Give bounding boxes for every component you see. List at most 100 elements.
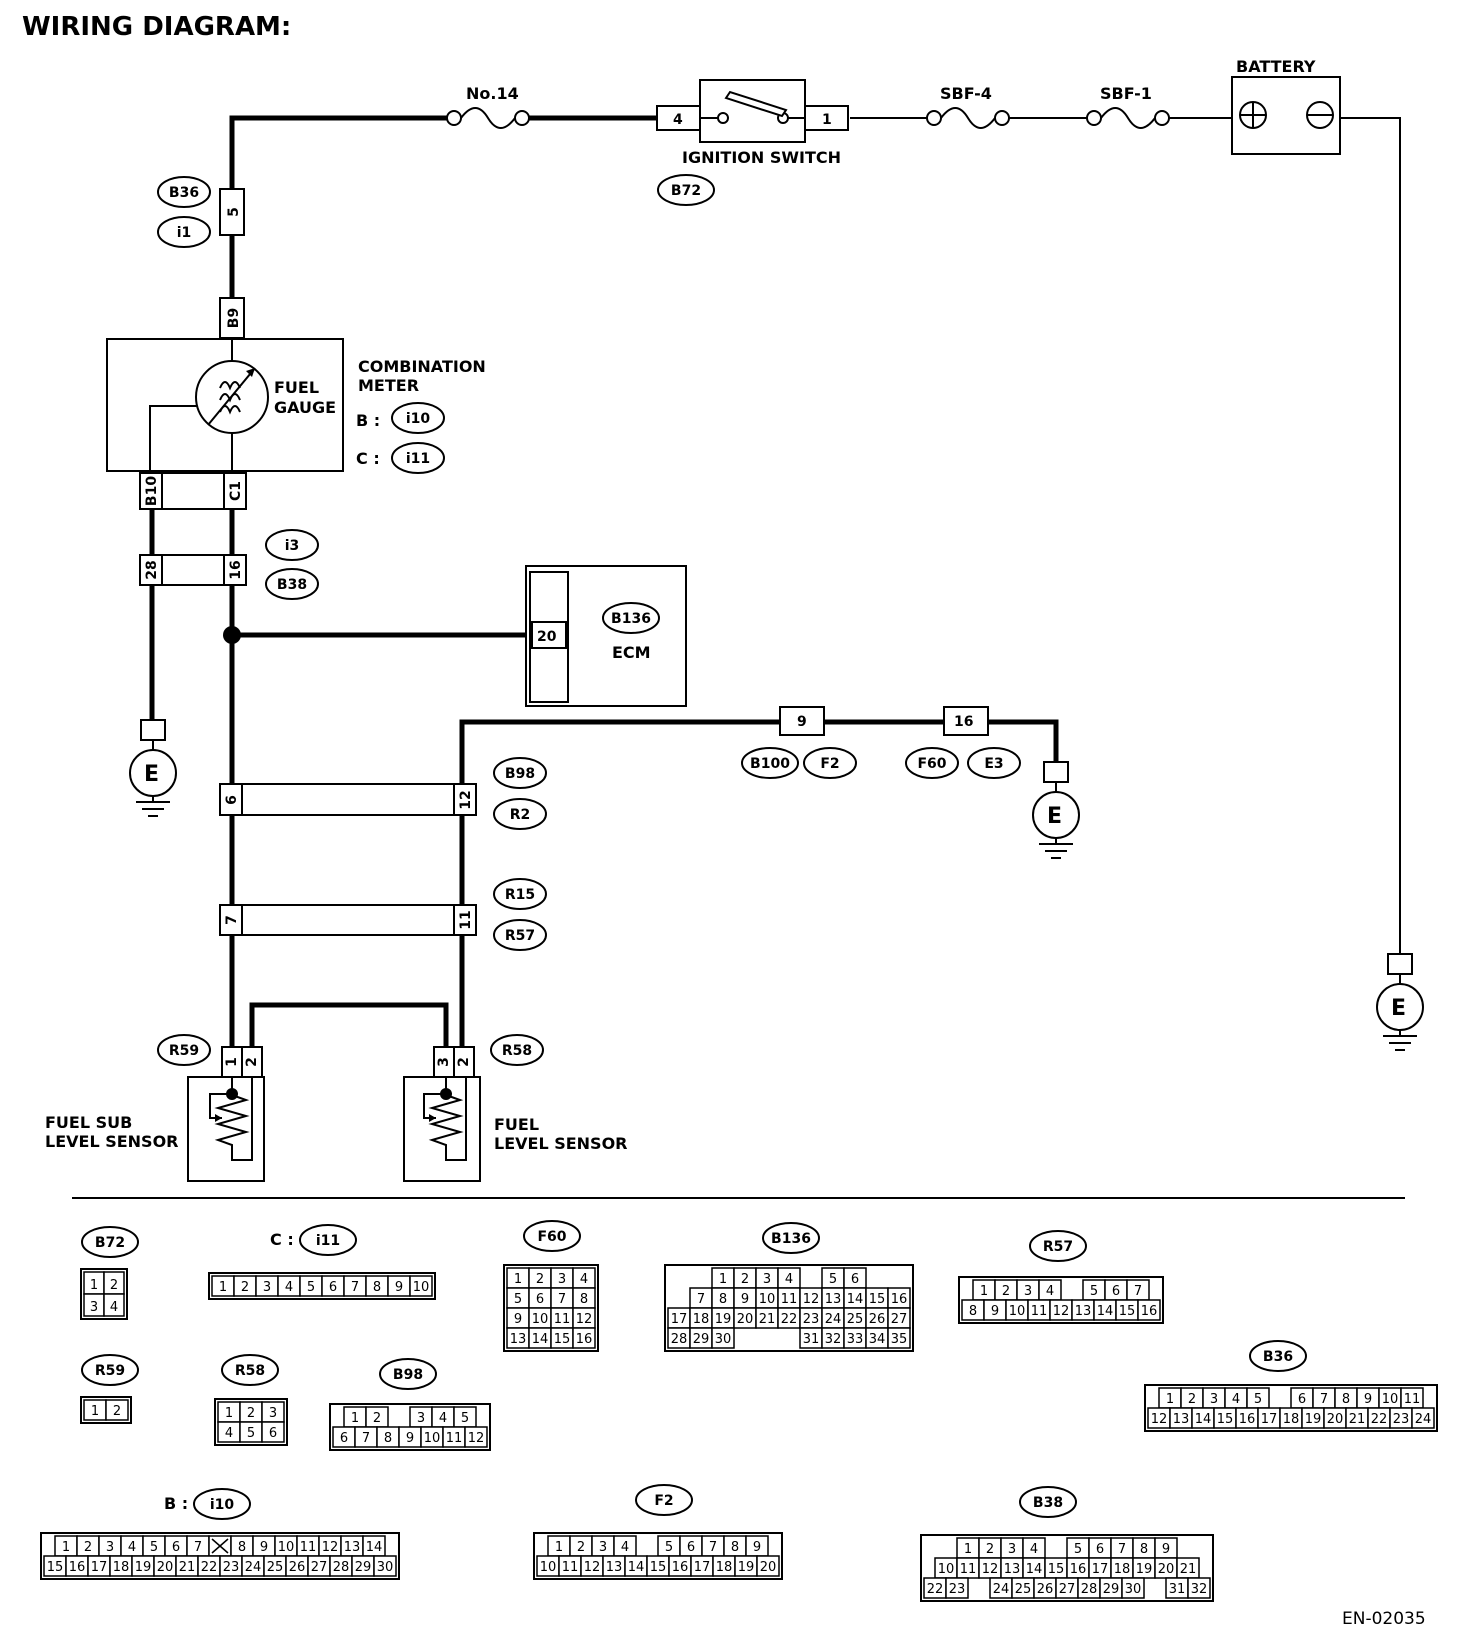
- connector-cell-number: 5: [247, 1426, 255, 1441]
- connector-cell-number: 25: [267, 1560, 284, 1575]
- connector-cell-number: 10: [1009, 1304, 1026, 1319]
- connector-cell-number: 6: [536, 1292, 544, 1307]
- connector-cell-number: 4: [1046, 1284, 1054, 1299]
- connector-cell-number: 1: [62, 1540, 70, 1555]
- connector-view-label: B98: [393, 1367, 423, 1383]
- connector-cell-number: 6: [172, 1540, 180, 1555]
- oval-label: B100: [750, 756, 790, 772]
- connector-cell-number: 7: [697, 1292, 705, 1307]
- connector-view-prefix: C :: [270, 1230, 294, 1249]
- connector-cell-number: 32: [825, 1332, 842, 1347]
- connector-cell-number: 2: [1002, 1284, 1010, 1299]
- connector-cell-number: 11: [446, 1431, 463, 1446]
- fuse-sbf1: SBF-1: [1086, 84, 1170, 129]
- pin-label: 9: [797, 714, 807, 730]
- connector-cell-number: 2: [113, 1404, 121, 1419]
- connector-cell-number: 27: [891, 1312, 908, 1327]
- pin-label: 28: [144, 560, 160, 579]
- connector-cell-number: 9: [406, 1431, 414, 1446]
- oval-label: R57: [505, 928, 535, 944]
- connector-cell-number: 23: [223, 1560, 240, 1575]
- connector-cell-number: 5: [150, 1540, 158, 1555]
- connector-cell-number: 11: [960, 1562, 977, 1577]
- oval-e3: E3: [967, 747, 1021, 779]
- pin-label: B10: [144, 476, 160, 506]
- pin-label: 16: [228, 560, 244, 579]
- connector-cell-number: 17: [1092, 1562, 1109, 1577]
- connector-cell-number: 6: [269, 1426, 277, 1441]
- connector-cell-number: 27: [1059, 1582, 1076, 1597]
- connector-cell-number: 12: [1053, 1304, 1070, 1319]
- connector-cell-number: 7: [558, 1292, 566, 1307]
- ground-right: E: [1376, 953, 1424, 1051]
- fuel-sub-sensor-label-2: LEVEL SENSOR: [45, 1132, 179, 1151]
- connector-cell-number: 28: [671, 1332, 688, 1347]
- connector-cell-number: 1: [719, 1272, 727, 1287]
- connector-cell-number: 15: [1048, 1562, 1065, 1577]
- connector-cell-number: 7: [351, 1280, 359, 1295]
- connector-cell-number: 7: [1320, 1392, 1328, 1407]
- connector-cell-number: 18: [1283, 1412, 1300, 1427]
- ground-label: E: [1391, 996, 1406, 1021]
- connector-view-prefix: B :: [164, 1494, 188, 1513]
- connector-cell-number: 21: [1180, 1562, 1197, 1577]
- pin-label: 4: [673, 112, 683, 128]
- connector-cell-number: 1: [555, 1540, 563, 1555]
- connector-cell: [945, 1577, 969, 1599]
- fuel-level-sensor: 3 2 FUEL LEVEL SENSOR: [403, 1046, 628, 1182]
- pin-label: 1: [224, 1057, 240, 1067]
- pin-label: 11: [458, 910, 474, 929]
- connector-cell-number: 21: [1349, 1412, 1366, 1427]
- connector-cell-number: 12: [1151, 1412, 1168, 1427]
- connector-view-label: F60: [537, 1229, 566, 1245]
- pin-label: C1: [228, 481, 244, 501]
- connector-cell-number: 11: [1404, 1392, 1421, 1407]
- connector-cell-number: 33: [847, 1332, 864, 1347]
- connector-cell-number: 2: [577, 1540, 585, 1555]
- connector-cell-number: 22: [201, 1560, 218, 1575]
- connector-cell-number: 4: [285, 1280, 293, 1295]
- connector-cell: [711, 1327, 735, 1349]
- connector-cell-number: 23: [1393, 1412, 1410, 1427]
- connector-cell-number: 9: [991, 1304, 999, 1319]
- connector-cell-number: 14: [1026, 1562, 1043, 1577]
- connector-cell-number: 7: [1118, 1542, 1126, 1557]
- wires: [149, 115, 1401, 1047]
- oval-b72: B72: [657, 174, 715, 206]
- fuel-gauge-label-1: FUEL: [274, 378, 319, 397]
- connector-cell-number: 5: [1074, 1542, 1082, 1557]
- connector-cell-number: 4: [110, 1300, 118, 1315]
- connector-pin-9: 9: [779, 706, 825, 736]
- connector-cell-number: 4: [785, 1272, 793, 1287]
- ignition-switch-label: IGNITION SWITCH: [682, 148, 841, 167]
- connector-cell-number: 9: [514, 1312, 522, 1327]
- connector-cell-number: 1: [225, 1406, 233, 1421]
- connector-cell-number: 14: [628, 1560, 645, 1575]
- connector-cell-number: 6: [329, 1280, 337, 1295]
- connector-cell-blocked: [211, 1538, 229, 1554]
- connector-cell-number: 3: [1210, 1392, 1218, 1407]
- fuse-sbf4: SBF-4: [926, 84, 1010, 129]
- connector-cell-number: 13: [1075, 1304, 1092, 1319]
- pin-label: 2: [244, 1057, 260, 1067]
- connector-cell-number: 18: [693, 1312, 710, 1327]
- connector-cell-number: 9: [741, 1292, 749, 1307]
- connector-cell-number: 15: [1217, 1412, 1234, 1427]
- connector-pin-16b: 16: [943, 706, 989, 736]
- oval-label: B98: [505, 766, 535, 782]
- pin-label: 2: [456, 1057, 472, 1067]
- connector-cell-number: 22: [927, 1582, 944, 1597]
- connector-cell-number: 4: [1030, 1542, 1038, 1557]
- oval-b100: B100: [741, 747, 799, 779]
- oval-i10: i10: [391, 402, 445, 434]
- connector-cell-number: 12: [322, 1540, 339, 1555]
- connector-cell-number: 2: [373, 1411, 381, 1426]
- connector-cell-number: 30: [715, 1332, 732, 1347]
- connector-cell: [373, 1555, 397, 1577]
- battery-label: BATTERY: [1236, 57, 1316, 76]
- connector-cell-number: 29: [1103, 1582, 1120, 1597]
- pin-label: 16: [954, 714, 973, 730]
- battery: BATTERY: [1231, 57, 1341, 155]
